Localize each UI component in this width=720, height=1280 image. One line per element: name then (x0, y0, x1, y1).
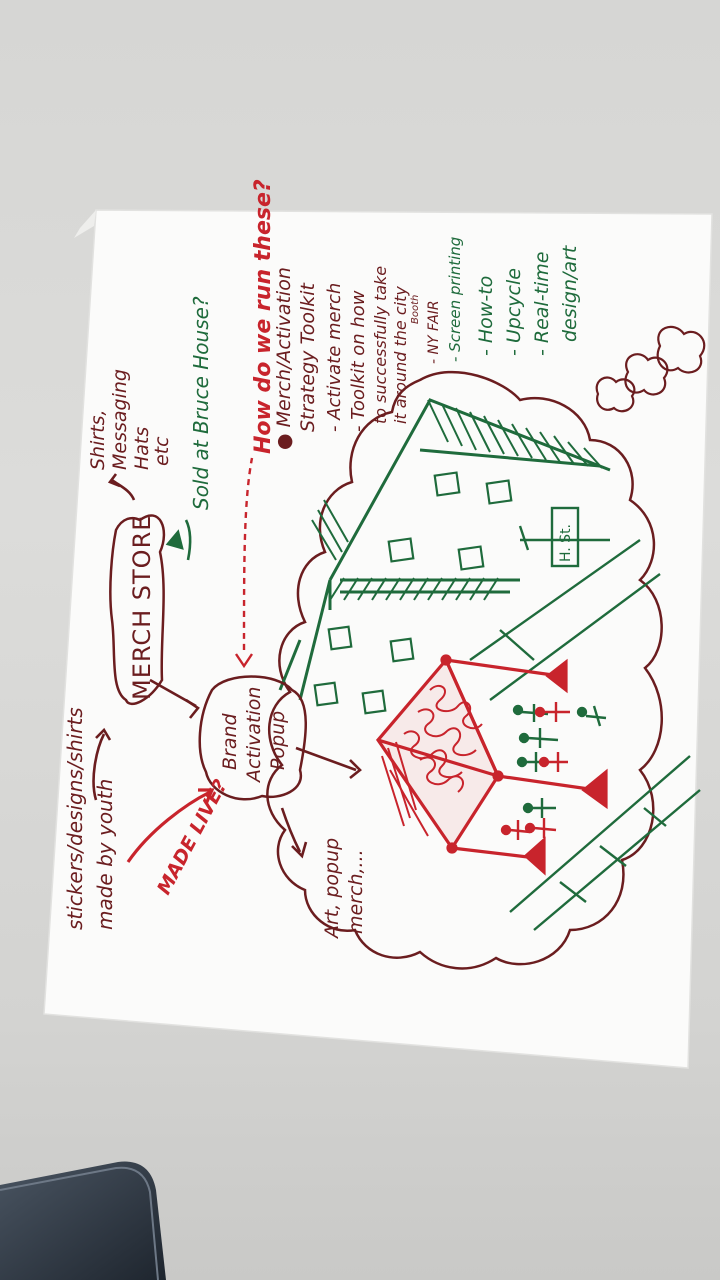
toolkit-how3: it around the city (391, 286, 410, 424)
cloud-outline (266, 370, 663, 970)
street-sign-label: H. St. (558, 524, 574, 562)
toolkit-line2: Strategy Toolkit (297, 281, 319, 432)
realtime-line2: design/art (559, 244, 581, 342)
popup-tent (375, 654, 608, 876)
ny-fair-label: - NY FAIR (426, 300, 442, 364)
activate-merch: - Activate merch (324, 283, 345, 432)
screen-printing-label: - Screen printing (446, 237, 464, 362)
how-run-label: How do we run these? (251, 179, 276, 454)
sold-at-label: Sold at Bruce House? (189, 296, 213, 510)
how-run-arrow (242, 457, 254, 651)
messaging-label: Messaging (109, 369, 131, 470)
etc-label: etc (151, 436, 173, 466)
roof-hatch (427, 399, 603, 469)
brand-line1: Brand (219, 712, 241, 770)
booth-label: Booth (410, 295, 421, 324)
thought-bubbles (595, 325, 706, 413)
street-sign-frame (550, 506, 580, 568)
people-figures (500, 702, 607, 840)
art-line1: Art, popup (321, 838, 343, 940)
ledge-hatch (329, 577, 499, 601)
upcycle-label: - Upcycle (503, 268, 525, 356)
phone (0, 1161, 166, 1280)
youth-line1: stickers/designs/shirts (63, 707, 87, 930)
brand-bubble (198, 675, 307, 801)
realtime-line1: - Real-time (531, 252, 553, 357)
made-live-arrow (126, 788, 215, 863)
arrows (92, 473, 362, 859)
brand-line2: Activation (243, 687, 265, 784)
sold-arrow (165, 519, 192, 561)
merch-store-bubble (109, 514, 166, 706)
how-to-label: - How-to (475, 276, 497, 356)
side-hatch (311, 499, 349, 561)
toolkit-how2: to successfully take (371, 266, 390, 424)
brand-line3: Popup (267, 711, 289, 770)
building-sketch (278, 398, 701, 931)
canopy-scribble (381, 684, 483, 837)
art-line2: merch,... (345, 849, 367, 934)
youth-line2: made by youth (93, 779, 117, 930)
shirts-label: Shirts, (87, 409, 109, 470)
windows (313, 471, 513, 715)
merch-store-label: MERCH STORE (128, 515, 156, 700)
toolkit-how1: - Toolkit on how (348, 290, 369, 432)
hats-label: Hats (131, 427, 153, 470)
toolkit-line1: ● Merch/Activation (273, 267, 295, 450)
dashed-arrow-head (235, 653, 253, 669)
